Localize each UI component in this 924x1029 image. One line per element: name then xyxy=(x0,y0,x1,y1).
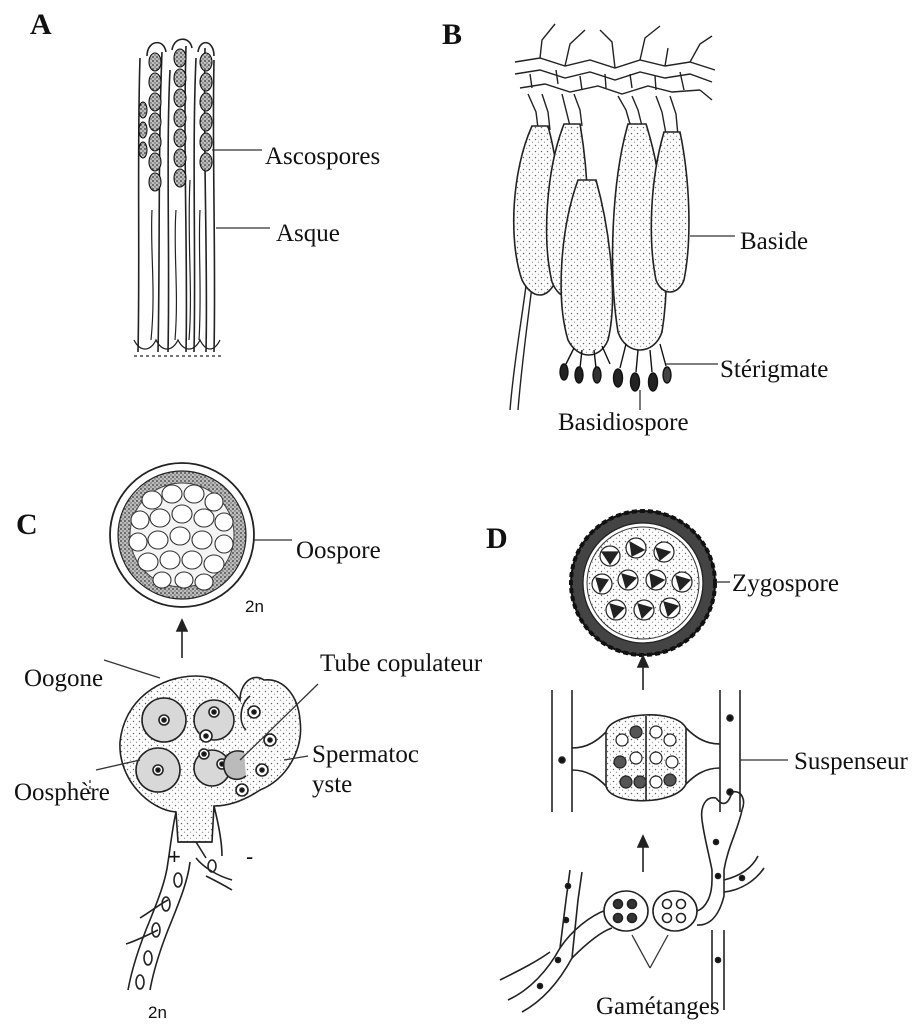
oogone-antheridium-drawing xyxy=(120,676,301,862)
basides xyxy=(514,124,689,355)
panel-d-letter: D xyxy=(486,524,508,554)
label-spermatocyste-line1: Spermatoc xyxy=(312,742,419,767)
label-ploidy-top: 2n xyxy=(245,598,264,615)
label-gametanges: Gamétanges xyxy=(596,994,720,1019)
label-sterigmate: Stérigmate xyxy=(720,357,828,382)
label-zygospore: Zygospore xyxy=(732,571,839,596)
label-ploidy-bottom: 2n xyxy=(148,1004,167,1021)
panel-c-letter: C xyxy=(16,510,38,540)
oospore xyxy=(110,463,254,607)
label-oogone: Oogone xyxy=(24,666,103,691)
panel-a-letter: A xyxy=(30,10,52,40)
label-tube-copulateur: Tube copulateur xyxy=(320,651,482,676)
label-asque: Asque xyxy=(276,221,340,246)
label-oospore: Oospore xyxy=(296,538,381,563)
arrow-d-lower xyxy=(638,836,648,872)
zygospore xyxy=(571,511,715,655)
label-minus: - xyxy=(246,846,253,868)
suspenseur-drawing xyxy=(552,690,740,812)
label-plus: + xyxy=(168,846,181,868)
label-oosphere: Oosphère xyxy=(14,780,110,805)
arrow-c-up xyxy=(177,620,187,658)
gametanges-drawing xyxy=(500,792,764,1012)
label-spermatocyste-line2: yste xyxy=(312,772,352,797)
label-baside: Baside xyxy=(740,229,808,254)
hypha-c-bottom xyxy=(126,858,232,990)
label-suspenseur: Suspenseur xyxy=(794,749,908,774)
label-basidiospore: Basidiospore xyxy=(558,410,689,435)
panel-b-letter: B xyxy=(442,20,462,50)
ascospore-chains xyxy=(139,49,212,191)
leader-lines-gametanges xyxy=(632,935,668,968)
arrow-d-upper xyxy=(638,656,648,690)
label-ascospores: Ascospores xyxy=(265,144,380,169)
